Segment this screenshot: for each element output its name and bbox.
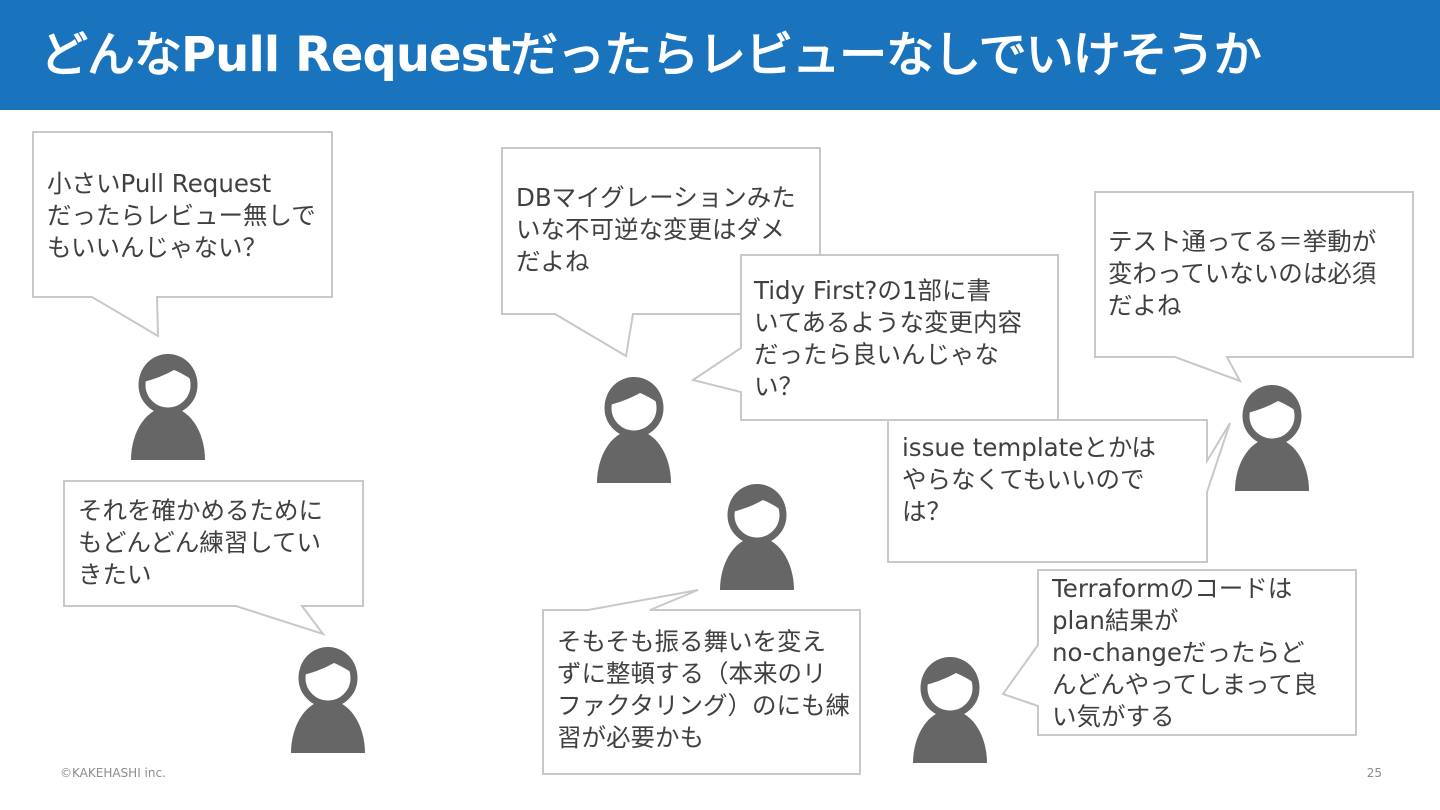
title-bar: どんなPull Requestだったらレビューなしでいけそうか bbox=[0, 0, 1440, 110]
bubble-text-terraform: Terraformのコードは plan結果が no-changeだったらど んど… bbox=[1052, 574, 1318, 731]
bubble-text-tidy-first: Tidy First?の1部に書 いてあるような変更内容 だったら良いんじゃな … bbox=[754, 276, 1023, 401]
bubble-text-refactoring: そもそも振る舞いを変え ずに整頓する（本来のリ ファクタリング）のにも練 習が必… bbox=[557, 627, 851, 752]
person-icon bbox=[1235, 385, 1309, 491]
speech-bubble-terraform bbox=[1001, 569, 1357, 736]
person-icon bbox=[131, 354, 205, 460]
speech-bubble-issue-template bbox=[887, 419, 1231, 563]
person-icon bbox=[291, 647, 365, 753]
bubble-text-small-pr: 小さいPull Request だったらレビュー無しで もいいんじゃない？ bbox=[47, 169, 316, 262]
slide-title: どんなPull Requestだったらレビューなしでいけそうか bbox=[40, 27, 1262, 83]
person-icon bbox=[913, 657, 987, 763]
speech-bubble-small-pr bbox=[32, 131, 333, 338]
bubble-text-issue-template: issue templateとかは やらなくてもいいので は？ bbox=[902, 433, 1156, 526]
person-icon bbox=[597, 377, 671, 483]
person-icon bbox=[720, 484, 794, 590]
speech-bubble-refactoring bbox=[542, 589, 861, 775]
copyright-text: ©KAKEHASHI inc. bbox=[60, 766, 166, 780]
bubble-text-db-migration: DBマイグレーションみた いな不可逆な変更はダメ だよね bbox=[516, 183, 796, 276]
speech-bubble-practice bbox=[63, 480, 364, 636]
bubble-text-practice: それを確かめるために もどんどん練習してい きたい bbox=[78, 496, 323, 589]
speech-bubble-test-pass bbox=[1094, 191, 1414, 383]
bubble-text-test-pass: テスト通ってる＝挙動が 変わっていないのは必須 だよね bbox=[1108, 227, 1377, 320]
page-number: 25 bbox=[1366, 766, 1382, 780]
speech-bubble-tidy-first bbox=[690, 254, 1059, 421]
